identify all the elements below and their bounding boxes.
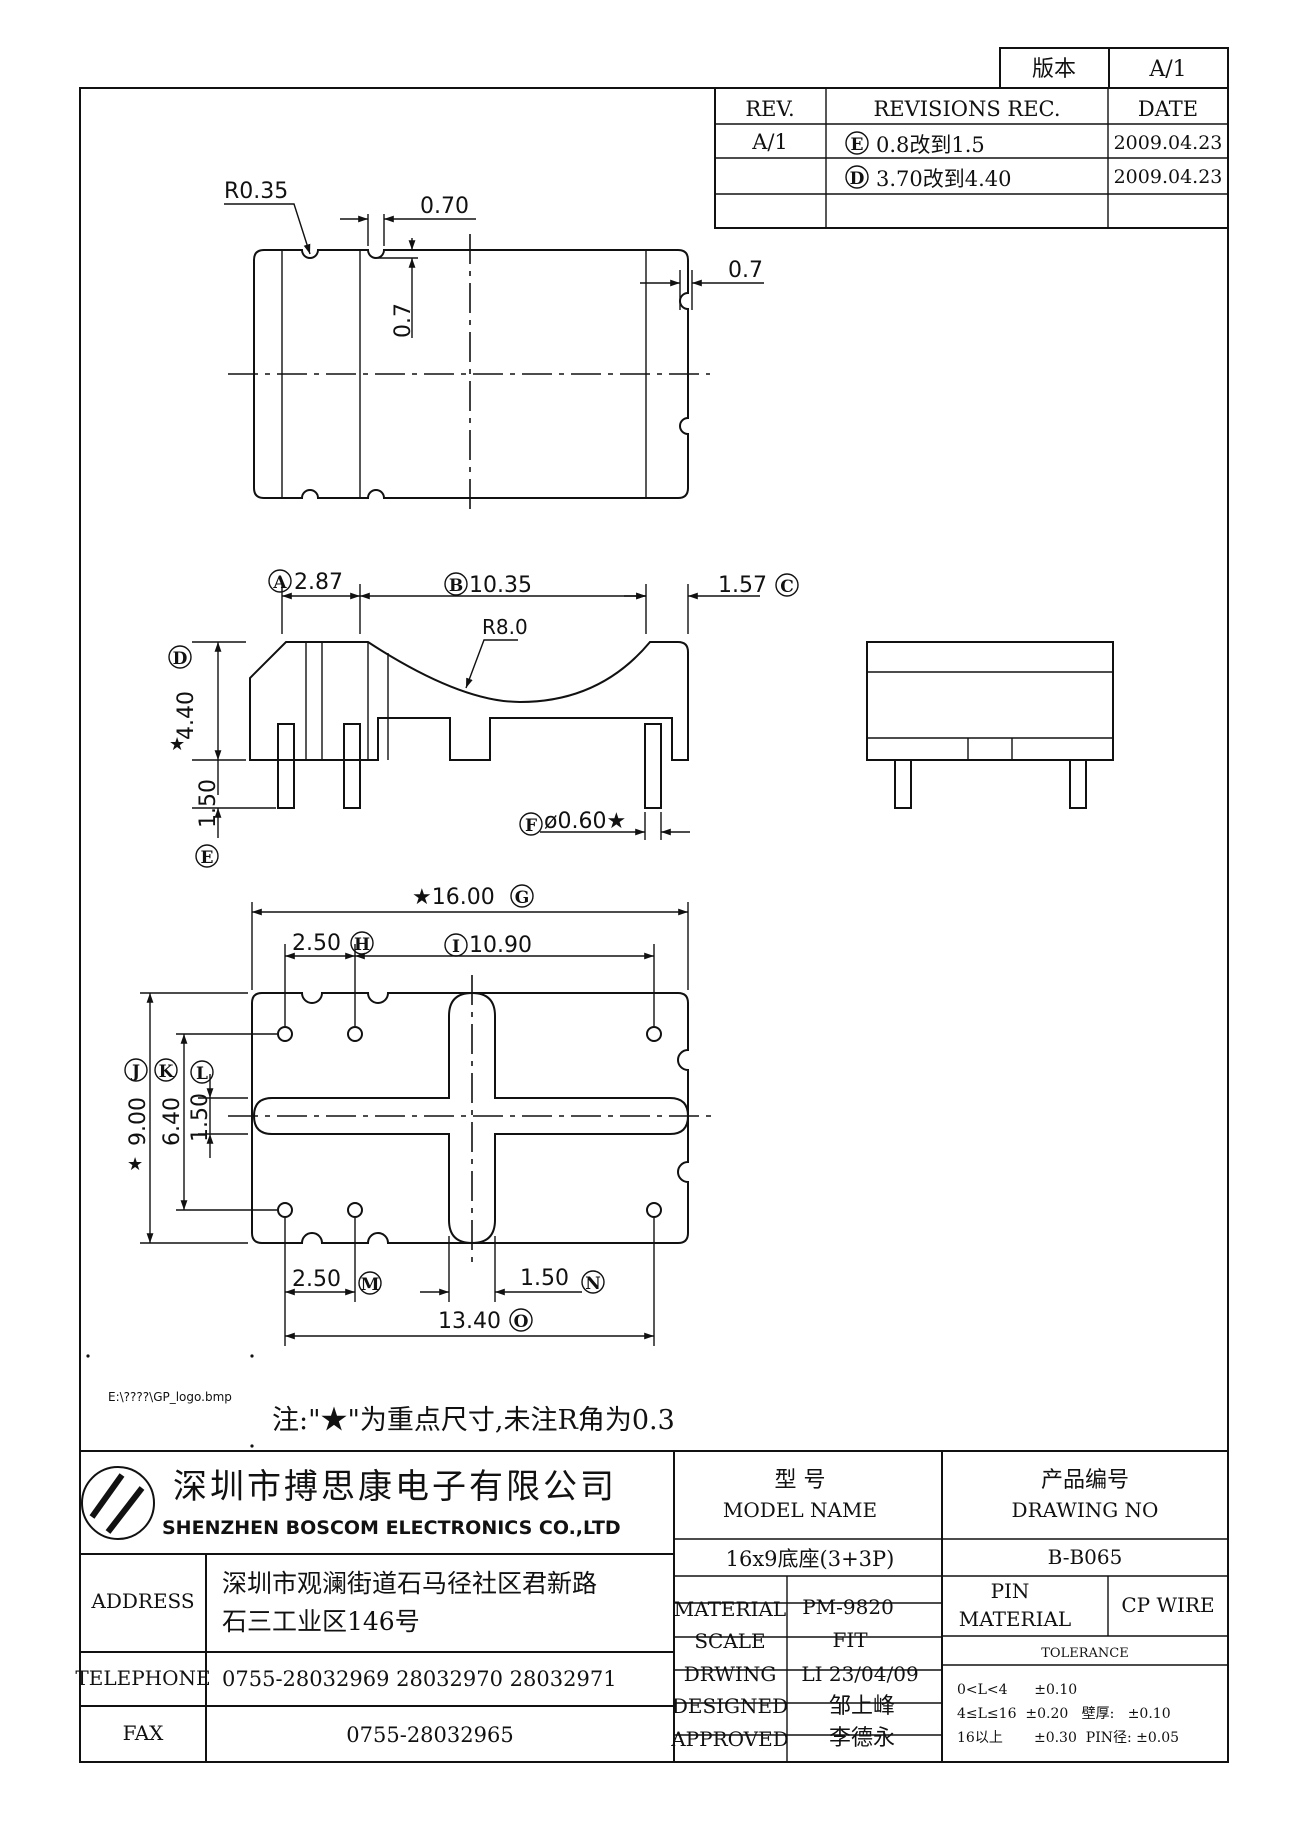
tolerance-row-1: 0<L<4 ±0.10 [957, 1682, 1077, 1698]
date-column-header: DATE [1138, 97, 1198, 121]
dim-d-440: 4.40 [174, 691, 199, 740]
dim-l-150: 1.50 [188, 1093, 213, 1142]
approved-value: 李德永 [829, 1726, 895, 1751]
dim-h-250: 2.50 [292, 931, 341, 956]
telephone-value: 0755-28032969 28032970 28032971 [222, 1667, 617, 1691]
label-g: G [515, 888, 530, 908]
dim-k-640: 6.40 [160, 1097, 185, 1146]
drawing-no-label-en: DRAWING NO [1012, 1498, 1159, 1522]
label-a: A [272, 573, 287, 593]
telephone-label: TELEPHONE [75, 1666, 210, 1690]
label-f: F [525, 816, 537, 836]
logo-file-path: E:\????\GP_logo.bmp [108, 1390, 232, 1404]
address-line-1: 深圳市观澜街道石马径社区君新路 [222, 1569, 597, 1598]
label-h: H [354, 935, 370, 955]
revision-row-1-date: 2009.04.23 [1114, 132, 1223, 154]
star-j: ★ [127, 1154, 143, 1175]
revision-row-2-mark: D [850, 169, 865, 189]
tolerance-label: TOLERANCE [1041, 1646, 1128, 1661]
address-label: ADDRESS [90, 1589, 194, 1613]
revision-row-1-mark: E [851, 135, 864, 155]
company-name-cn: 深圳市搏思康电子有限公司 [173, 1467, 617, 1507]
dim-j-900: 9.00 [126, 1097, 151, 1146]
dim-07-vertical: 0.7 [391, 303, 416, 338]
dim-g-1600: ★16.00 [412, 885, 495, 910]
star-d: ★ [169, 734, 185, 755]
label-l: L [196, 1064, 208, 1084]
revision-row-2-date: 2009.04.23 [1114, 166, 1223, 188]
company-logo [81, 1466, 155, 1540]
dim-r035: R0.35 [224, 179, 288, 204]
revision-row-1-rev: A/1 [751, 130, 788, 154]
dim-n-150: 1.50 [520, 1266, 569, 1291]
label-b: B [449, 576, 463, 596]
drawing-no-label-cn: 产品编号 [1041, 1468, 1129, 1493]
designed-label: DESIGNED [672, 1694, 788, 1718]
dim-e-150: 1.50 [196, 779, 221, 828]
tolerance-row-3: 16以上 ±0.30 PIN径: ±0.05 [957, 1730, 1179, 1746]
company-name-en: SHENZHEN BOSCOM ELECTRONICS CO.,LTD [162, 1517, 621, 1539]
front-view: A 2.87 B 10.35 1.57 C R8.0 D 4.40 ★ 1.50… [168, 569, 799, 868]
bottom-view: ★16.00 G 2.50 H I 10.90 J K [124, 884, 712, 1346]
drawing-frame [79, 87, 1229, 1763]
dim-070: 0.70 [420, 194, 469, 219]
dim-07-horizontal: 0.7 [728, 258, 763, 283]
pin-material-value: CP WIRE [1121, 1593, 1214, 1617]
material-label: MATERIAL [674, 1597, 786, 1621]
label-o: O [514, 1312, 529, 1332]
drawing-note: 注:"★"为重点尺寸,未注R角为0.3 [272, 1405, 675, 1436]
dim-r80: R8.0 [482, 615, 528, 639]
pin-material-label-1: PIN [991, 1579, 1030, 1603]
side-view [866, 641, 1114, 809]
model-label-cn: 型 号 [775, 1468, 826, 1493]
address-line-2: 石三工业区146号 [222, 1607, 420, 1636]
label-i: I [452, 937, 460, 957]
approved-label: APPROVED [670, 1727, 789, 1751]
version-value: A/1 [1148, 57, 1186, 82]
scale-label: SCALE [694, 1629, 765, 1653]
dim-f-060: ø0.60★ [544, 809, 626, 834]
dim-b-1035: 10.35 [469, 573, 532, 598]
rev-column-header: REV. [745, 97, 794, 121]
scale-value: FIT [832, 1628, 868, 1652]
fax-label: FAX [123, 1721, 165, 1745]
label-d: D [173, 649, 188, 669]
drawing-no-value: B-B065 [1048, 1545, 1123, 1569]
tolerance-row-2: 4≤L≤16 ±0.20 壁厚: ±0.10 [957, 1706, 1171, 1722]
revisions-column-header: REVISIONS REC. [873, 97, 1060, 121]
designed-value: 邹上峰 [829, 1694, 895, 1719]
dim-a-287: 2.87 [294, 570, 343, 595]
revision-row-2-text: 3.70改到4.40 [876, 167, 1012, 191]
version-label: 版本 [1032, 57, 1076, 82]
version-box: 版本 A/1 [999, 47, 1229, 89]
label-k: K [159, 1062, 175, 1082]
label-e: E [201, 848, 214, 868]
revision-row-1-text: 0.8改到1.5 [876, 133, 985, 157]
dim-i-1090: 10.90 [469, 933, 532, 958]
dim-o-1340: 13.40 [438, 1309, 501, 1334]
model-label-en: MODEL NAME [723, 1498, 877, 1522]
drawn-by-value: LI 23/04/09 [801, 1662, 918, 1686]
label-c: C [780, 577, 794, 597]
top-view: R0.35 0.70 0.7 0.7 [224, 179, 764, 512]
dim-m-250: 2.50 [292, 1267, 341, 1292]
title-block: 深圳市搏思康电子有限公司 SHENZHEN BOSCOM ELECTRONICS… [75, 1450, 1228, 1762]
dim-c-157: 1.57 [718, 573, 767, 598]
material-value: PM-9820 [802, 1595, 894, 1619]
label-n: N [585, 1274, 601, 1294]
label-j: J [130, 1062, 140, 1082]
label-m: M [361, 1275, 380, 1295]
pin-material-label-2: MATERIAL [959, 1607, 1071, 1631]
drawn-by-label: DRWING [684, 1662, 777, 1686]
model-name-value: 16x9底座(3+3P) [726, 1547, 895, 1571]
revisions-table: REV. REVISIONS REC. DATE A/1 E 0.8改到1.5 … [714, 87, 1229, 229]
fax-value: 0755-28032965 [346, 1723, 513, 1747]
